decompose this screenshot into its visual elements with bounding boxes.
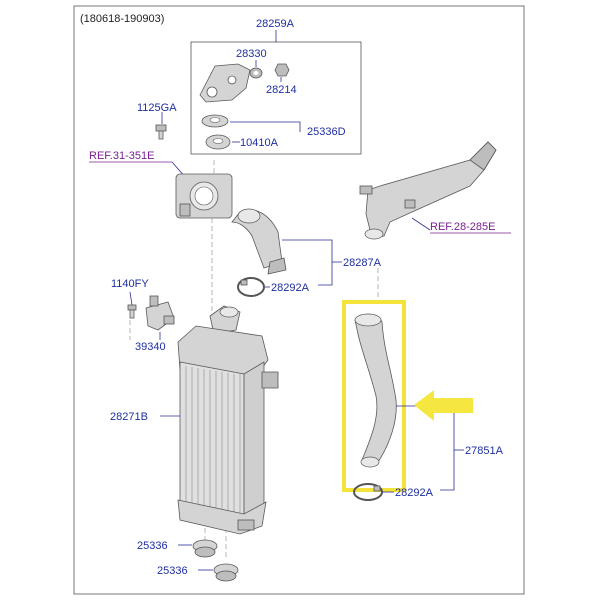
label-28330[interactable]: 28330 [236,48,267,60]
metal-pipe-part [359,141,497,240]
label-28214[interactable]: 28214 [266,84,297,96]
ref-link-28-285e[interactable]: REF.28-285E [430,221,495,233]
label-1140fy[interactable]: 1140FY [111,278,149,290]
nut-28214-part [274,63,290,77]
diagram-frame [73,5,525,595]
label-25336-b[interactable]: 25336 [157,565,188,577]
sensor-39340-part [145,295,175,331]
insulator-upper-part [201,114,229,128]
bolt-1140fy-part [127,304,137,319]
intercooler-hose-27851a-part [354,313,397,468]
upper-clamp-part [237,277,265,297]
insulator-25336-a-part [192,539,218,558]
label-28292a-top[interactable]: 28292A [271,282,310,294]
intercooler-part [177,305,279,535]
label-28271b[interactable]: 28271B [110,411,148,423]
throttle-body-part [175,173,233,219]
upper-hose-part [231,208,287,275]
washer-28330-part [249,67,263,79]
insulator-lower-part [205,134,231,150]
label-25336-a[interactable]: 25336 [137,540,168,552]
mount-bracket-part [199,63,251,103]
label-27851a[interactable]: 27851A [465,445,504,457]
date-range: (180618-190903) [80,13,164,25]
arrow-left-icon [414,390,473,421]
label-25336d[interactable]: 25336D [307,126,346,138]
label-1125ga[interactable]: 1125GA [137,102,177,114]
bolt-1125ga-part [155,124,167,140]
label-28292a-bottom[interactable]: 28292A [395,487,434,499]
label-39340[interactable]: 39340 [135,341,166,353]
label-28259a[interactable]: 28259A [256,18,295,30]
label-10410a[interactable]: 10410A [240,137,279,149]
label-28287a[interactable]: 28287A [343,257,382,269]
insulator-25336-b-part [213,563,239,582]
ref-link-31-351e[interactable]: REF.31-351E [89,150,154,162]
